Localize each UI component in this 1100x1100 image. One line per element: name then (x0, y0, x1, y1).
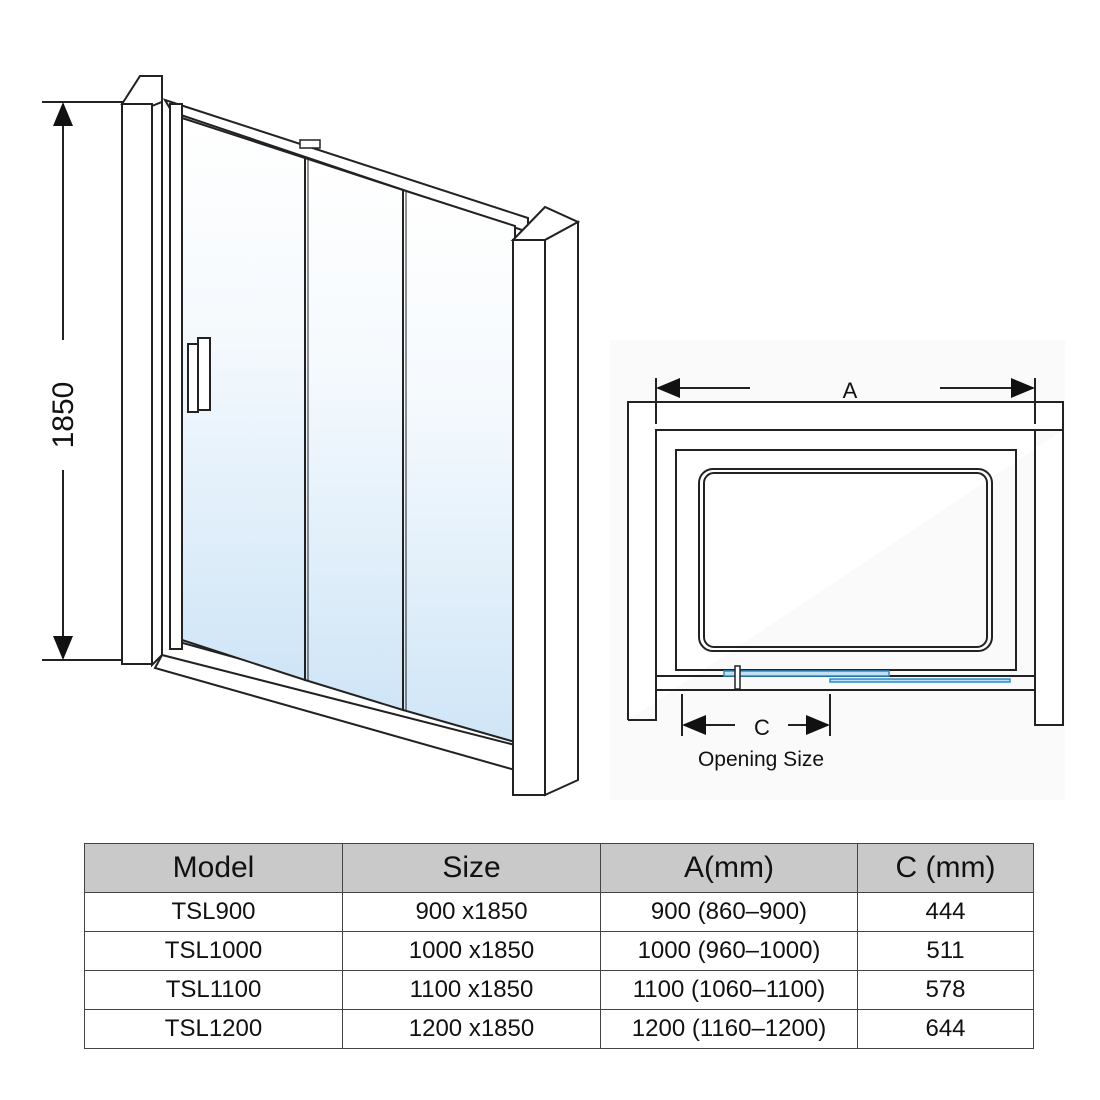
cell-c: 644 (857, 1009, 1034, 1049)
header-model: Model (84, 843, 343, 893)
dimension-c-label: C (754, 715, 770, 740)
model-size-table: Model Size A(mm) C (mm) TSL900 900 x1850… (84, 843, 1034, 1049)
glass-panels (181, 116, 516, 744)
cell-c: 578 (857, 970, 1034, 1010)
cell-model: TSL1100 (84, 970, 343, 1010)
header-size: Size (342, 843, 601, 893)
header-a-mm: A(mm) (600, 843, 858, 893)
cell-c: 444 (857, 892, 1034, 932)
glass-panel-3 (402, 188, 516, 744)
header-c-mm: C (mm) (857, 843, 1034, 893)
table-row: TSL1100 1100 x1850 1100 (1060–1100) 578 (84, 970, 1034, 1010)
plan-view (610, 340, 1065, 800)
cell-size: 1200 x1850 (342, 1009, 601, 1049)
cell-a: 1100 (1060–1100) (600, 970, 858, 1010)
table-row: TSL900 900 x1850 900 (860–900) 444 (84, 892, 1034, 932)
cell-a: 900 (860–900) (600, 892, 858, 932)
drawings: 1850 A C Opening Size (42, 75, 1065, 800)
dimension-a-label: A (843, 378, 858, 403)
elevation-view (42, 75, 581, 797)
right-wall-pillar (510, 205, 581, 797)
glass-panel-2 (304, 156, 404, 712)
table-row: TSL1000 1000 x1850 1000 (960–1000) 511 (84, 931, 1034, 971)
cell-size: 1000 x1850 (342, 931, 601, 971)
cell-size: 1100 x1850 (342, 970, 601, 1010)
cell-model: TSL1200 (84, 1009, 343, 1049)
cell-model: TSL1000 (84, 931, 343, 971)
table-header-row: Model Size A(mm) C (mm) (84, 843, 1034, 893)
cell-model: TSL900 (84, 892, 343, 932)
door-frame (153, 98, 529, 772)
height-label: 1850 (47, 382, 80, 449)
cell-c: 511 (857, 931, 1034, 971)
cell-a: 1000 (960–1000) (600, 931, 858, 971)
fixed-glass-panel (829, 678, 1011, 683)
sliding-glass-panel (723, 670, 890, 677)
cell-size: 900 x1850 (342, 892, 601, 932)
table-row: TSL1200 1200 x1850 1200 (1160–1200) 644 (84, 1009, 1034, 1049)
cell-a: 1200 (1160–1200) (600, 1009, 858, 1049)
left-wall-pillar (120, 75, 163, 668)
door-handle-icon (187, 337, 211, 413)
opening-size-caption: Opening Size (698, 748, 824, 771)
